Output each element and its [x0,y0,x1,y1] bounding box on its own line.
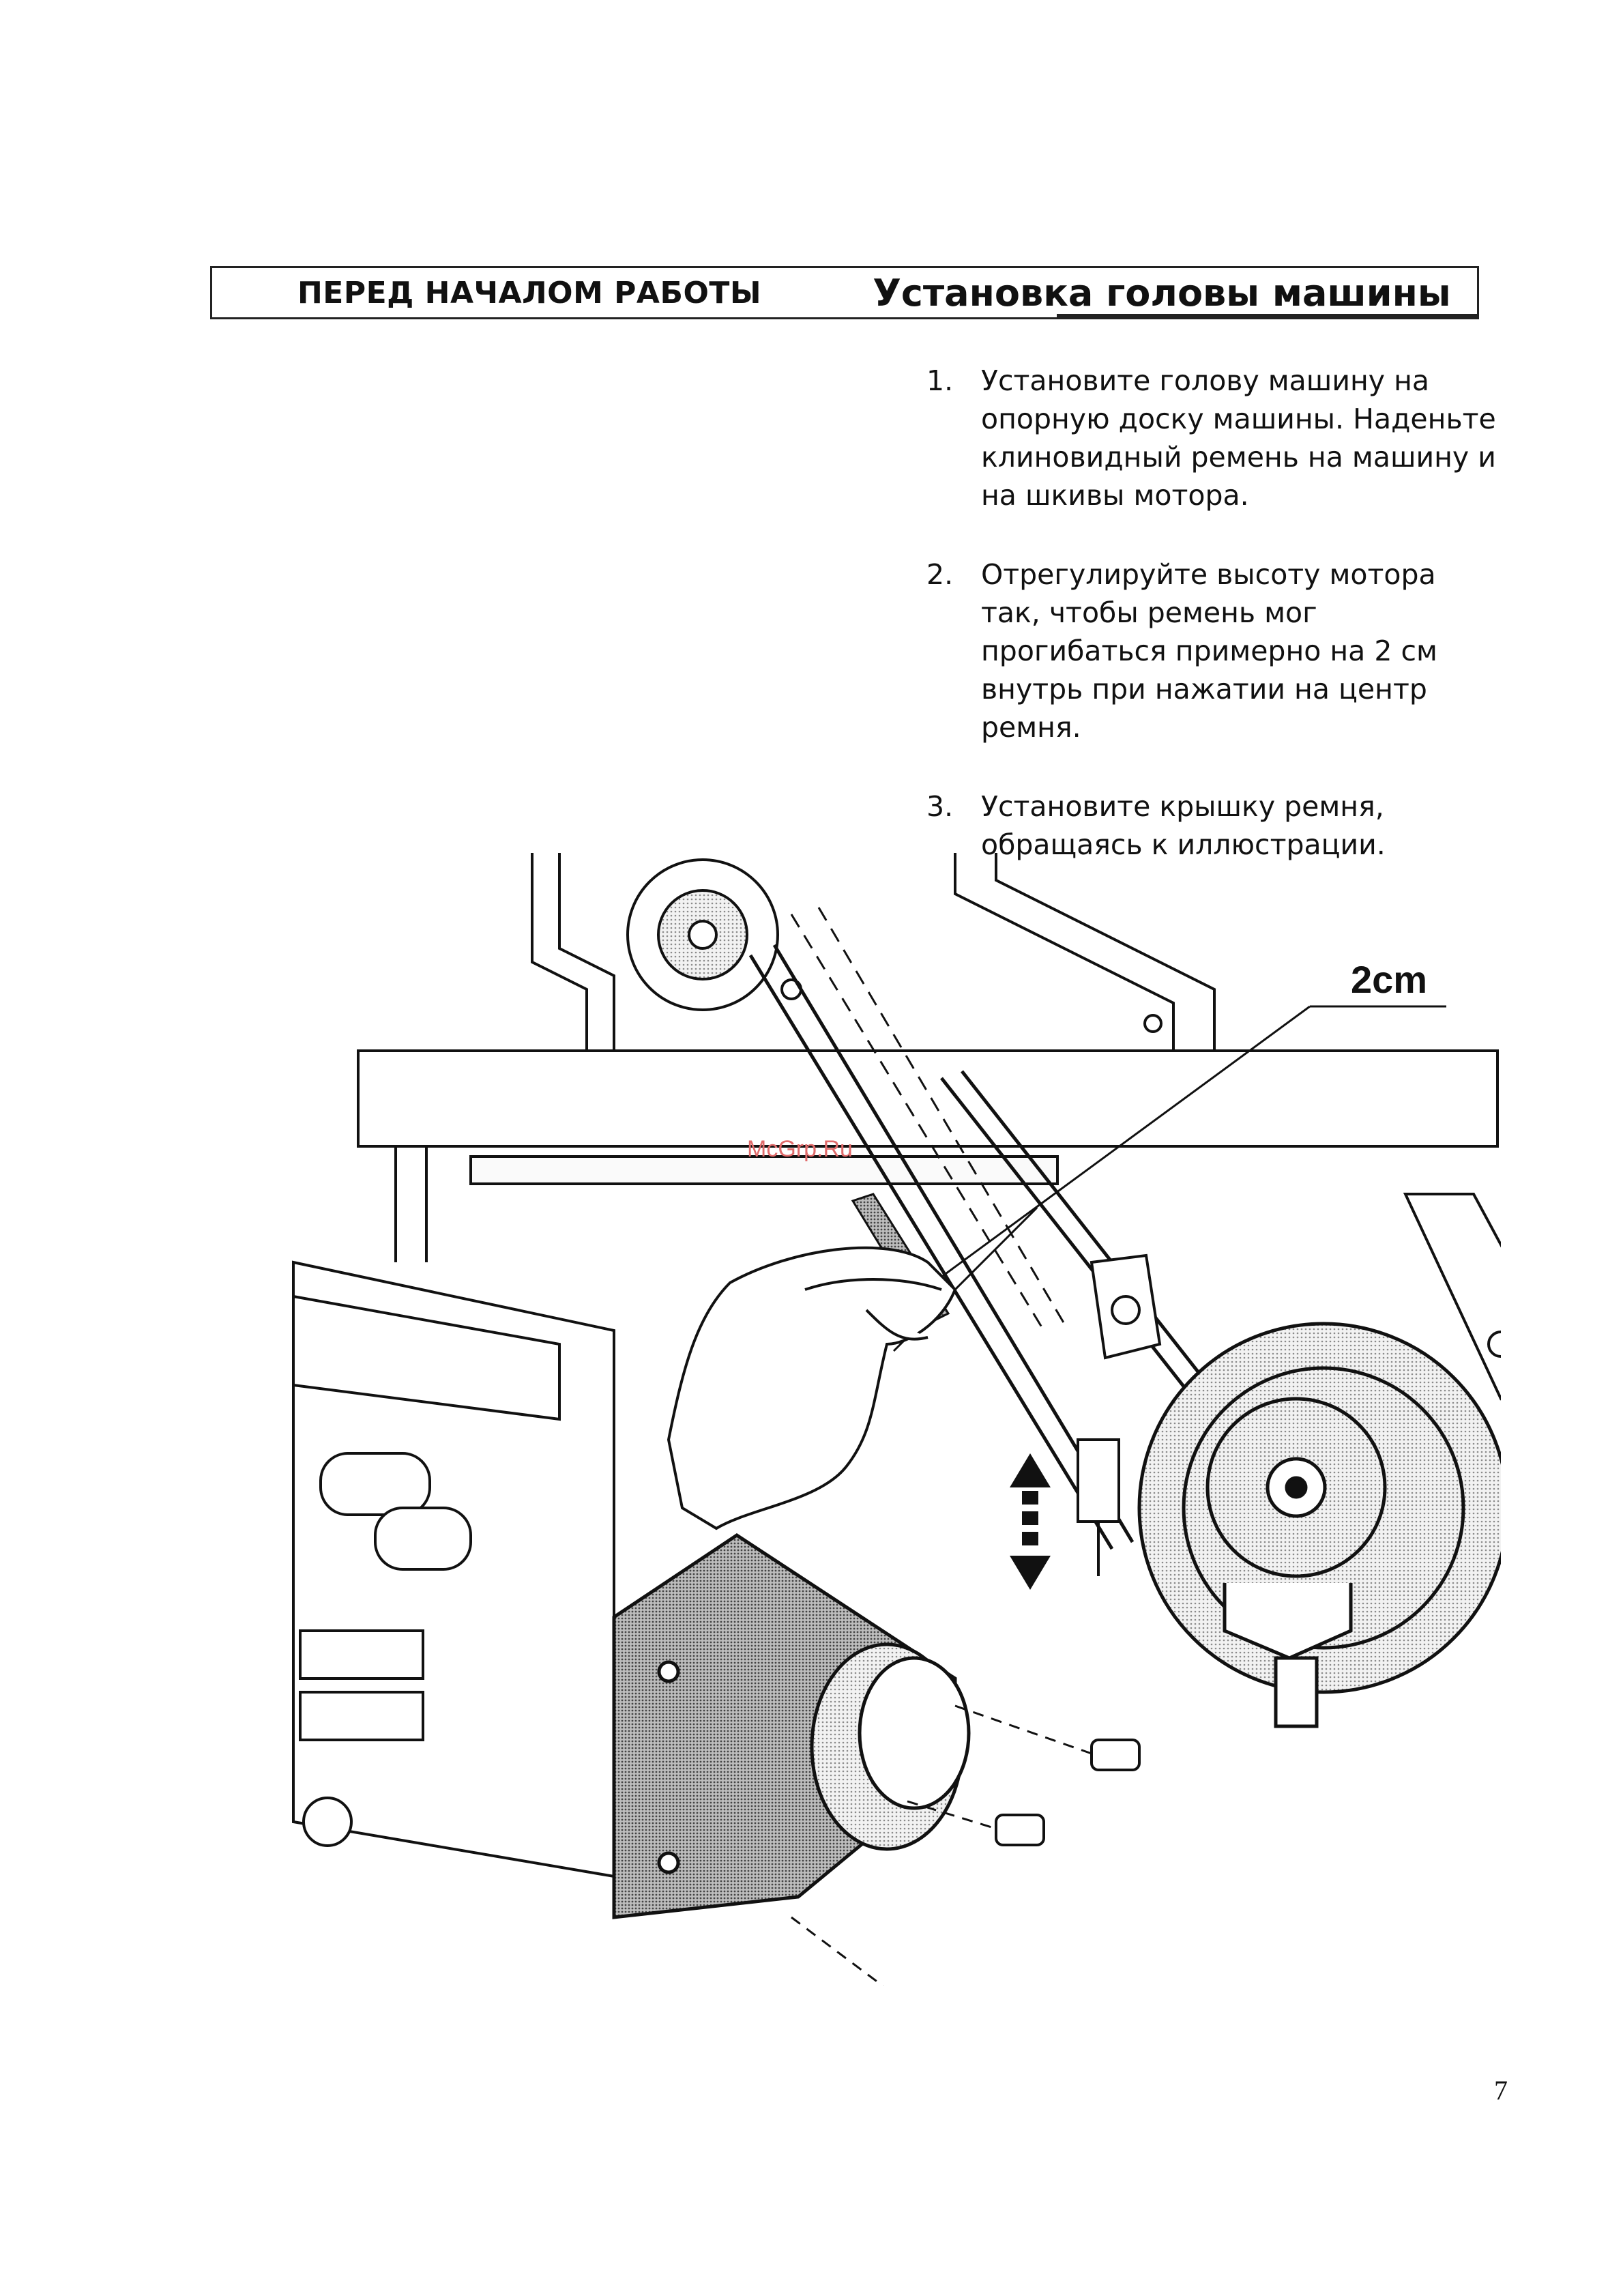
machine-head-frame [531,853,1216,1051]
motor-pulley [1137,1322,1501,1728]
belt-cover [612,1533,971,1919]
table-top [357,1049,1499,1262]
step-number: 1. [926,364,954,397]
screws [995,1739,1141,1846]
hand-pressing-belt [667,1246,957,1530]
step-number: 2. [926,558,954,591]
watermark: McGrp.Ru [747,1136,853,1162]
motor-bracket [1090,1193,1501,1401]
step-text: Установите голову машину на опорную доск… [981,364,1496,512]
step-number: 3. [926,790,954,823]
belt-deflection-dashes [790,907,1066,1331]
section-label: ПЕРЕД НАЧАЛОМ РАБОТЫ [297,275,762,310]
machine-body [292,1260,615,1878]
height-adjust-bolt [1077,1438,1120,1576]
screw-guide-lines [791,1704,1092,1986]
instruction-step: 1. Установите голову машину на опорную д… [926,362,1500,514]
dimension-label: 2cm [1351,958,1427,1001]
instruction-list: 1. Установите голову машину на опорную д… [926,362,1500,905]
step-text: Отрегулируйте высоту мотора так, чтобы р… [981,558,1437,744]
page-title: Установка головы машины [873,271,1451,315]
step-text: Установите крышку ремня, обращаясь к илл… [981,790,1386,861]
belt-installation-illustration: 2cm [292,853,1501,1986]
section-header: ПЕРЕД НАЧАЛОМ РАБОТЫ Установка головы ма… [210,266,1479,319]
page-number: 7 [1494,2075,1508,2106]
up-down-arrow-icon [1010,1453,1051,1590]
instruction-step: 3. Установите крышку ремня, обращаясь к … [926,787,1500,864]
title-underline [1057,314,1477,319]
instruction-step: 2. Отрегулируйте высоту мотора так, чтоб… [926,555,1500,746]
